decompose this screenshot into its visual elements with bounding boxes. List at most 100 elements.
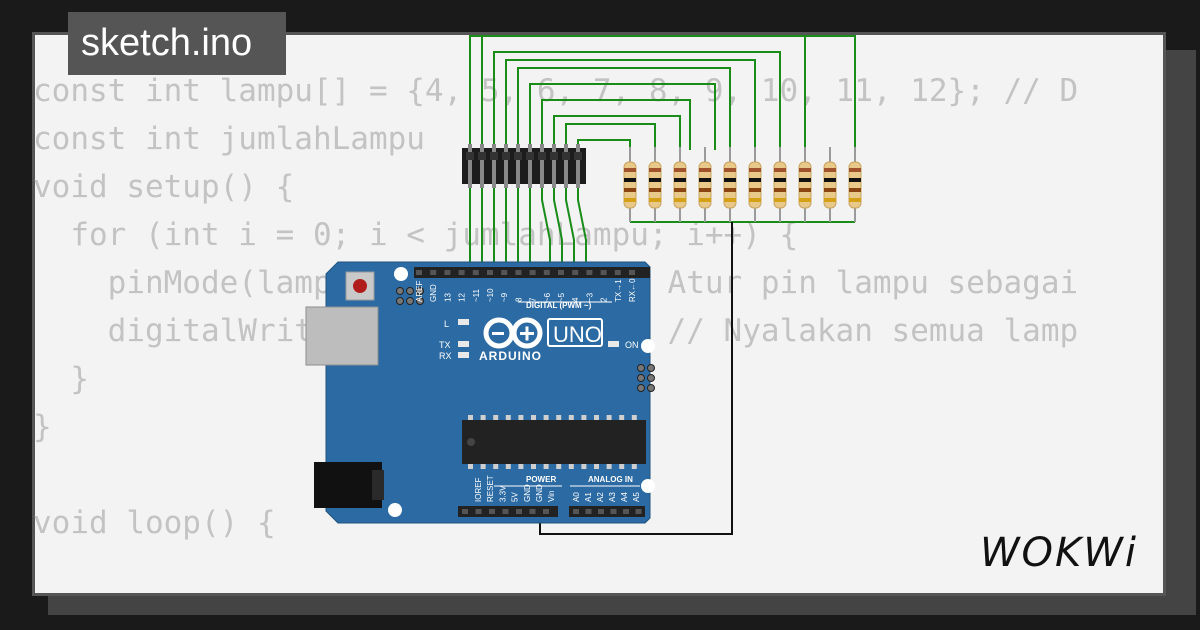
power-pin-label: GND <box>535 484 544 502</box>
icsp-pin <box>416 297 424 305</box>
chip-pin <box>556 415 562 420</box>
file-tab[interactable]: sketch.ino <box>68 12 286 75</box>
icsp-pin <box>416 287 424 295</box>
chip-pins <box>468 415 637 469</box>
resistor-band <box>824 168 836 172</box>
pin-hole <box>458 270 465 275</box>
chip-pin <box>581 415 587 420</box>
code-line: const int jumlahLampu <box>33 121 425 157</box>
pin-hole <box>614 270 621 275</box>
resistor-band <box>824 188 836 192</box>
resistor-band <box>699 198 711 202</box>
resistor-body <box>723 161 737 209</box>
power-pin-label: 5V <box>511 492 520 502</box>
digital-pin-label: 13 <box>443 293 452 302</box>
analog-pin-label: A4 <box>620 492 629 502</box>
icsp-pin <box>637 364 645 372</box>
pin-hole <box>416 270 422 275</box>
resistor-body <box>823 161 837 209</box>
resistor-band <box>624 198 636 202</box>
header-pin <box>576 144 580 188</box>
code-line: void setup() { <box>33 169 295 205</box>
icsp-pin <box>637 384 645 392</box>
resistor-band <box>824 178 836 182</box>
pin-hole <box>487 270 493 275</box>
arduino-infinity-icon <box>483 317 543 349</box>
pin-hole <box>444 270 451 275</box>
chip-pin <box>556 464 562 469</box>
chip-pin <box>531 464 536 469</box>
wire <box>481 35 806 150</box>
resistor-band <box>674 198 686 202</box>
mount-hole <box>641 479 655 493</box>
header-pin <box>468 144 472 188</box>
led-rx <box>458 352 469 358</box>
digital-pin-label: TX→1 <box>614 279 623 302</box>
chip-pin <box>543 464 549 469</box>
usb-port <box>305 306 379 366</box>
resistor-band <box>674 168 686 172</box>
uno-badge <box>547 318 603 347</box>
resistor-band <box>624 178 636 182</box>
wire <box>517 67 731 150</box>
pin-hole <box>475 509 482 514</box>
led-l <box>458 319 469 325</box>
chip-pin <box>468 464 473 469</box>
icsp-header <box>396 287 424 305</box>
led-tx-label: TX <box>439 340 451 350</box>
resistor-band <box>724 178 736 182</box>
mount-hole <box>394 267 408 281</box>
digital-pin-label: AREF <box>415 281 424 302</box>
digital-pin-label: ~9 <box>500 292 509 302</box>
resistor-body <box>748 161 762 209</box>
led-on <box>608 341 619 347</box>
power-pin-label: IOREF <box>474 477 483 502</box>
chip-pin <box>493 464 499 469</box>
mount-hole <box>641 339 655 353</box>
wire <box>505 59 756 150</box>
resistor-band <box>624 168 636 172</box>
digital-pin-label: ~3 <box>585 292 594 302</box>
power-pin-label: RESET <box>486 475 495 502</box>
pin-hole <box>623 509 629 514</box>
microcontroller-chip <box>462 420 646 464</box>
header-pin <box>540 144 544 188</box>
pin-hole <box>472 270 479 275</box>
wokwi-logo: WOKWi <box>980 530 1138 574</box>
chip-pin <box>606 415 612 420</box>
icsp-pin <box>396 287 404 295</box>
wire <box>577 184 587 268</box>
wokwi-logo-text: WOKWi <box>980 530 1138 574</box>
resistor-body <box>623 161 637 209</box>
resistor-band <box>724 188 736 192</box>
icsp-pin <box>647 374 655 382</box>
header-block-pins <box>466 144 582 188</box>
header-pin-collar <box>490 152 498 160</box>
wire <box>553 184 563 268</box>
pin-hole <box>600 270 607 275</box>
wire <box>565 123 656 150</box>
chip-pin <box>619 464 625 469</box>
icsp-pin <box>406 297 414 305</box>
header-pin <box>480 144 484 188</box>
header-pin-collar <box>550 152 558 160</box>
pin-hole <box>489 509 495 514</box>
digital-pin-label: RX←0 <box>628 278 637 302</box>
wire-group <box>469 35 856 268</box>
header-pin <box>564 144 568 188</box>
analog-pin-label: A3 <box>608 492 617 502</box>
digital-pin-label: ~10 <box>486 288 495 302</box>
chip-pin <box>594 415 599 420</box>
resistor-band <box>699 188 711 192</box>
analog-pin-label: A5 <box>632 492 641 502</box>
analog-header <box>569 506 645 517</box>
pin-hole <box>629 270 635 275</box>
resistor-band <box>774 168 786 172</box>
chip-pin <box>619 415 625 420</box>
chip-pin <box>543 415 549 420</box>
icsp-pin <box>637 374 645 382</box>
resistor-band <box>774 178 786 182</box>
